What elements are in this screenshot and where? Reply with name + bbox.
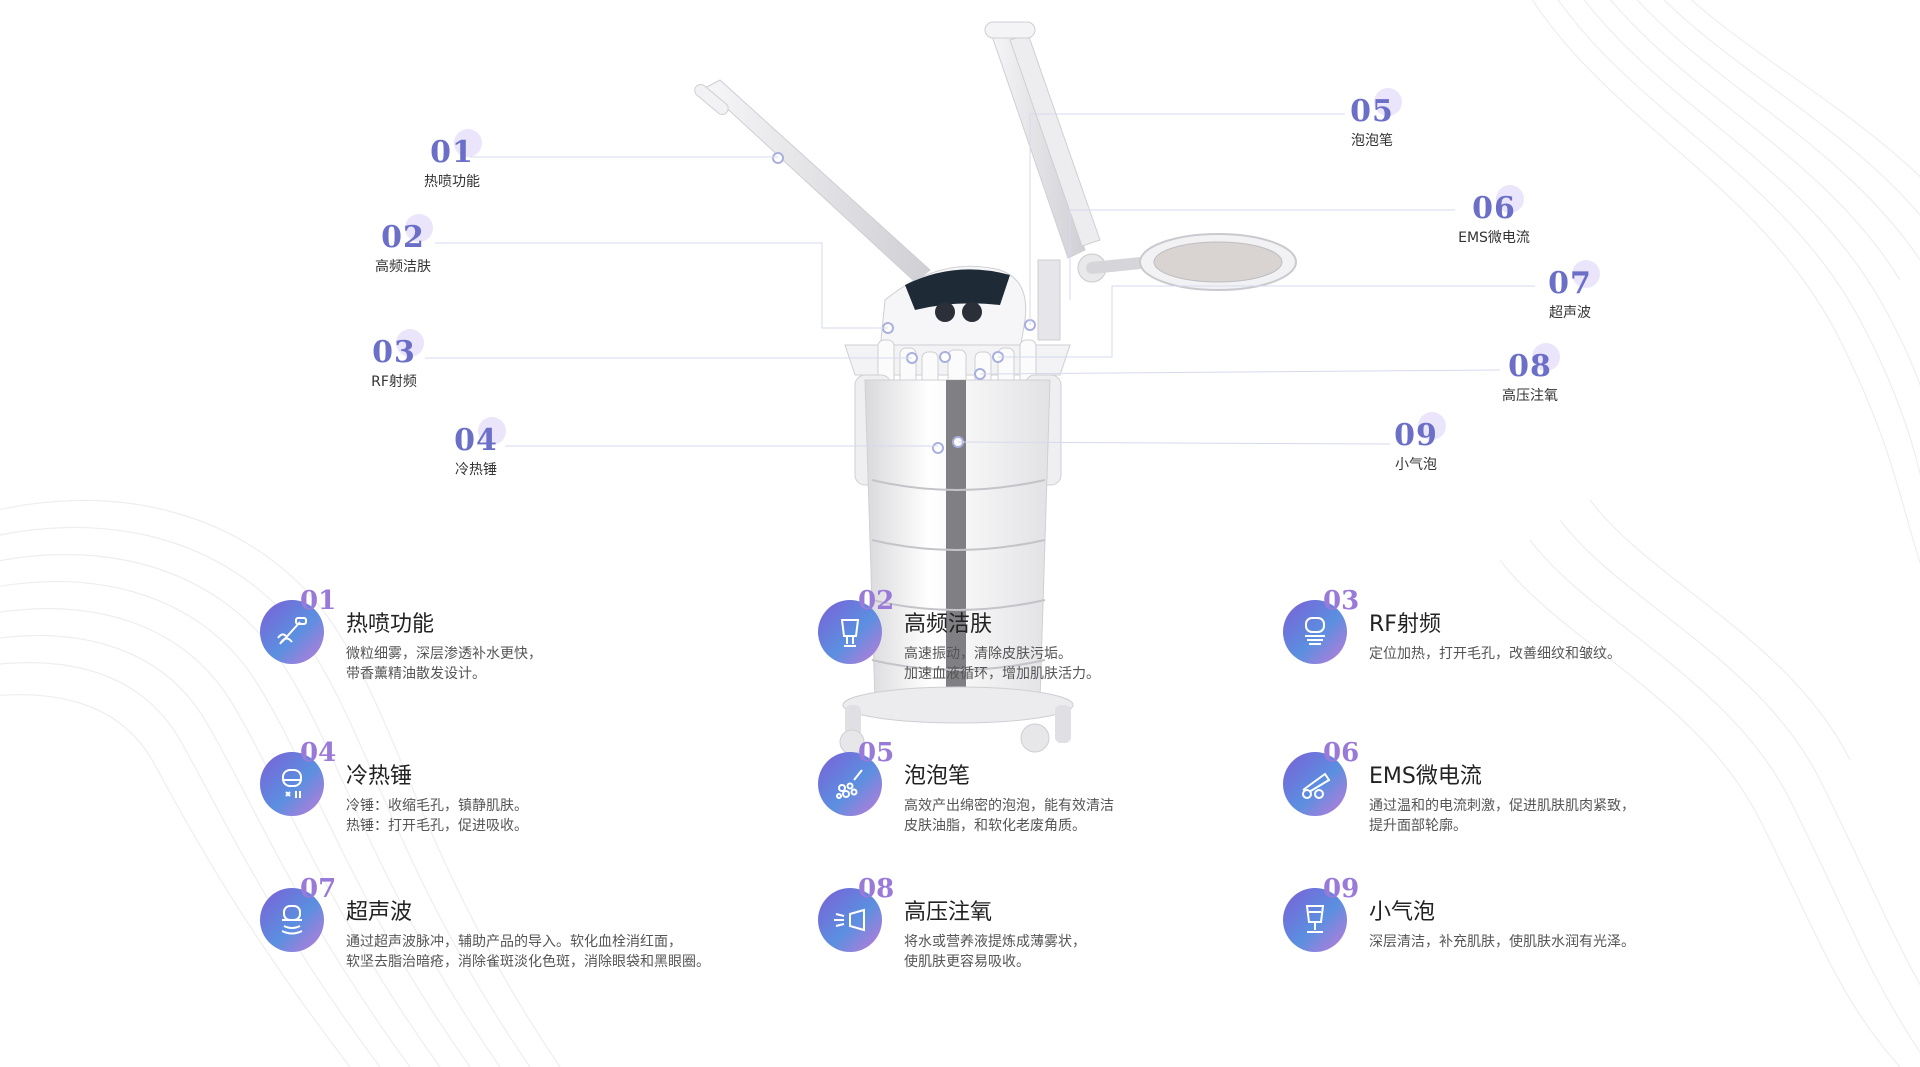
callout-07: 07 超声波: [1510, 260, 1630, 322]
callout-label: EMS微电流: [1458, 230, 1530, 246]
callout-number: 04: [416, 417, 536, 457]
feature-description: 深层清洁，补充肌肤，使肌肤水润有光泽。: [1369, 932, 1635, 952]
description-line: 软坚去脂治暗疮，消除雀斑淡化色斑，消除眼袋和黑眼圈。: [346, 954, 710, 970]
callout-number: 01: [392, 129, 512, 169]
feature-number: 01: [300, 586, 337, 616]
feature-number: 08: [858, 874, 895, 904]
callout-06: 06 EMS微电流: [1434, 185, 1554, 247]
feature-title: 超声波: [346, 900, 413, 925]
callout-label: 小气泡: [1395, 457, 1437, 473]
description-line: 通过超声波脉冲，辅助产品的导入。软化血栓消红面，: [346, 934, 682, 950]
callout-09: 09 小气泡: [1356, 412, 1476, 474]
feature-number: 04: [300, 738, 337, 768]
feature-number: 06: [1323, 738, 1360, 768]
feature-steamer: 01 热喷功能 微粒细雾，深层渗透补水更快， 带香薰精油散发设计。: [260, 586, 740, 700]
feature-hot-cold-hammer: 04 冷热锤 冷锤：收缩毛孔，镇静肌肤。 热锤：打开毛孔，促进吸收。: [260, 738, 740, 852]
feature-title: 高压注氧: [904, 900, 993, 925]
feature-title: 热喷功能: [346, 612, 435, 637]
feature-bubble-pen: 05 泡泡笔 高效产出绵密的泡泡，能有效清洁 皮肤油脂，和软化老废角质。: [818, 738, 1298, 852]
feature-title: 小气泡: [1369, 900, 1436, 925]
description-line: 提升面部轮廓。: [1369, 818, 1467, 834]
description-line: 带香薰精油散发设计。: [346, 666, 486, 682]
description-line: 通过温和的电流刺激，促进肌肤肌肉紧致，: [1369, 798, 1635, 814]
callout-label: RF射频: [371, 374, 417, 390]
callout-label: 超声波: [1549, 305, 1591, 321]
description-line: 加速血液循环，增加肌肤活力。: [904, 666, 1100, 682]
feature-number: 09: [1323, 874, 1360, 904]
callout-number: 09: [1356, 412, 1476, 452]
description-line: 微粒细雾，深层渗透补水更快，: [346, 646, 542, 662]
steamer-icon: [260, 600, 324, 664]
feature-ultrasonic: 07 超声波 通过超声波脉冲，辅助产品的导入。软化血栓消红面， 软坚去脂治暗疮，…: [260, 874, 740, 988]
callout-08: 08 高压注氧: [1470, 343, 1590, 405]
callout-label: 热喷功能: [424, 174, 480, 190]
feature-description: 通过超声波脉冲，辅助产品的导入。软化血栓消红面， 软坚去脂治暗疮，消除雀斑淡化色…: [346, 932, 710, 972]
callout-number: 08: [1470, 343, 1590, 383]
description-line: 高效产出绵密的泡泡，能有效清洁: [904, 798, 1114, 814]
feature-number: 03: [1323, 586, 1360, 616]
rf-icon: [1283, 600, 1347, 664]
feature-title: EMS微电流: [1369, 764, 1482, 789]
callout-number: 05: [1312, 88, 1432, 128]
description-line: 冷锤：收缩毛孔，镇静肌肤。: [346, 798, 528, 814]
feature-number: 02: [858, 586, 895, 616]
feature-number: 07: [300, 874, 337, 904]
feature-description: 微粒细雾，深层渗透补水更快， 带香薰精油散发设计。: [346, 644, 542, 684]
feature-rf: 03 RF射频 定位加热，打开毛孔，改善细纹和皱纹。: [1283, 586, 1763, 700]
ultrasonic-icon: [260, 888, 324, 952]
feature-title: 高频洁肤: [904, 612, 993, 637]
callout-label: 泡泡笔: [1351, 133, 1393, 149]
oxygen-spray-icon: [818, 888, 882, 952]
callout-02: 02 高频洁肤: [343, 214, 463, 276]
feature-description: 定位加热，打开毛孔，改善细纹和皱纹。: [1369, 644, 1621, 664]
feature-title: 泡泡笔: [904, 764, 971, 789]
feature-high-frequency: 02 高频洁肤 高速振动，清除皮肤污垢。 加速血液循环，增加肌肤活力。: [818, 586, 1298, 700]
feature-number: 05: [858, 738, 895, 768]
callout-number: 03: [334, 329, 454, 369]
callout-number: 07: [1510, 260, 1630, 300]
feature-description: 高速振动，清除皮肤污垢。 加速血液循环，增加肌肤活力。: [904, 644, 1100, 684]
feature-oxygen-spray: 08 高压注氧 将水或营养液提炼成薄雾状， 使肌肤更容易吸收。: [818, 874, 1298, 988]
feature-description: 冷锤：收缩毛孔，镇静肌肤。 热锤：打开毛孔，促进吸收。: [346, 796, 528, 836]
feature-ems: 06 EMS微电流 通过温和的电流刺激，促进肌肤肌肉紧致， 提升面部轮廓。: [1283, 738, 1763, 852]
callout-04: 04 冷热锤: [416, 417, 536, 479]
callout-03: 03 RF射频: [334, 329, 454, 391]
callout-label: 高压注氧: [1502, 388, 1558, 404]
callout-number: 02: [343, 214, 463, 254]
callout-label: 冷热锤: [455, 462, 497, 478]
description-line: 热锤：打开毛孔，促进吸收。: [346, 818, 528, 834]
feature-title: 冷热锤: [346, 764, 413, 789]
description-line: 使肌肤更容易吸收。: [904, 954, 1030, 970]
callout-01: 01 热喷功能: [392, 129, 512, 191]
feature-small-bubble: 09 小气泡 深层清洁，补充肌肤，使肌肤水润有光泽。: [1283, 874, 1763, 988]
ems-roller-icon: [1283, 752, 1347, 816]
callout-label: 高频洁肤: [375, 259, 431, 275]
feature-description: 高效产出绵密的泡泡，能有效清洁 皮肤油脂，和软化老废角质。: [904, 796, 1114, 836]
callout-number: 06: [1434, 185, 1554, 225]
high-frequency-icon: [818, 600, 882, 664]
feature-title: RF射频: [1369, 612, 1441, 637]
description-line: 将水或营养液提炼成薄雾状，: [904, 934, 1086, 950]
bubble-pen-icon: [818, 752, 882, 816]
feature-description: 将水或营养液提炼成薄雾状， 使肌肤更容易吸收。: [904, 932, 1086, 972]
feature-description: 通过温和的电流刺激，促进肌肤肌肉紧致， 提升面部轮廓。: [1369, 796, 1635, 836]
description-line: 定位加热，打开毛孔，改善细纹和皱纹。: [1369, 646, 1621, 662]
description-line: 高速振动，清除皮肤污垢。: [904, 646, 1072, 662]
callout-05: 05 泡泡笔: [1312, 88, 1432, 150]
description-line: 皮肤油脂，和软化老废角质。: [904, 818, 1086, 834]
description-line: 深层清洁，补充肌肤，使肌肤水润有光泽。: [1369, 934, 1635, 950]
hot-cold-hammer-icon: [260, 752, 324, 816]
small-bubble-icon: [1283, 888, 1347, 952]
